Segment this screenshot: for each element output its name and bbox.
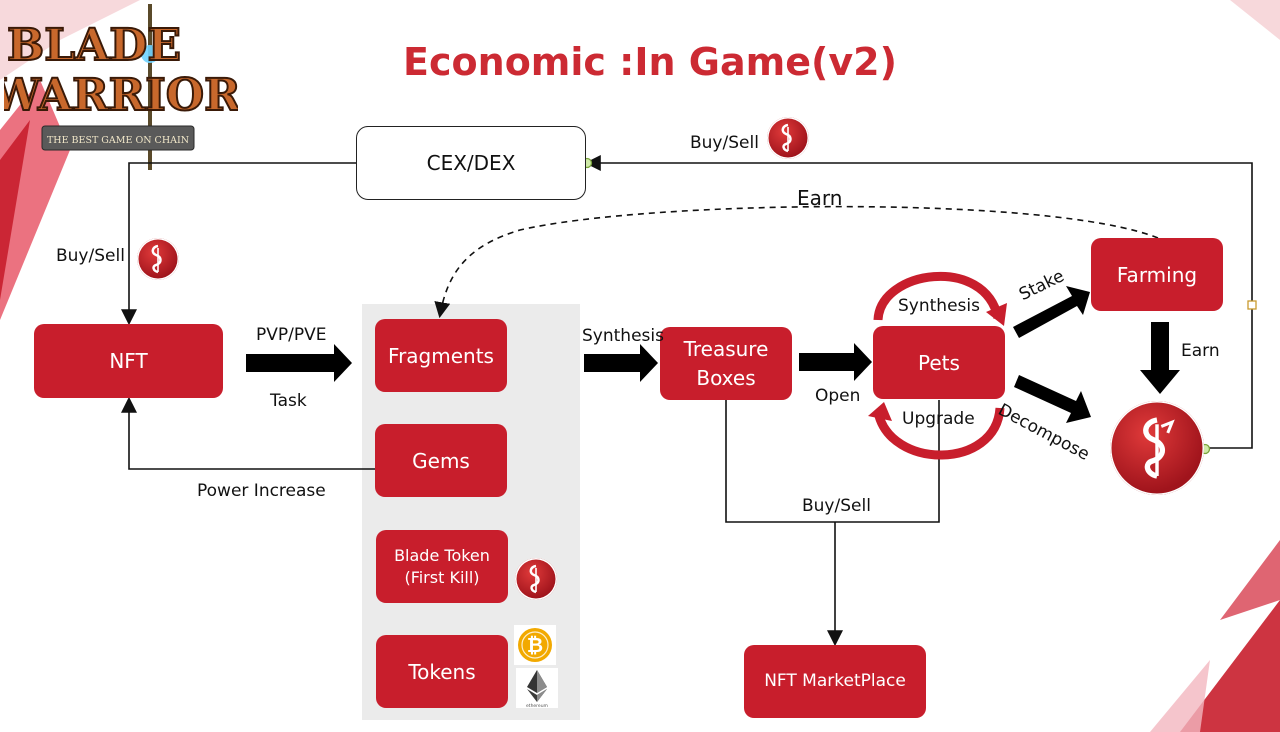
tokens-label: Tokens [408,659,476,684]
blade-token-node[interactable]: Blade Token (First Kill) [376,530,508,603]
svg-text:₿: ₿ [527,633,543,657]
connector-earn-dashed [434,205,1159,319]
label-synthesis-left: Synthesis [582,326,664,346]
arrow-treasure-to-pets [799,343,872,381]
marketplace-label: NFT MarketPlace [764,670,906,691]
dragon-coin-icon [767,117,809,159]
blade-warrior-logo: BLADE WARRIOR THE BEST GAME ON CHAIN [4,4,238,170]
label-buy-sell-left: Buy/Sell [56,246,125,266]
arrow-fragments-to-treasure [584,344,658,382]
label-earn-top: Earn [797,186,843,210]
fragments-node[interactable]: Fragments [375,319,507,392]
svg-text:WARRIOR: WARRIOR [4,70,238,121]
arrow-pets-to-farming [1013,286,1090,338]
treasure-label-line2: Boxes [696,365,756,390]
farming-label: Farming [1116,262,1198,287]
label-pvp-pve: PVP/PVE [256,325,327,345]
blade-token-sublabel: (First Kill) [404,567,480,587]
svg-text:ethereum: ethereum [526,703,548,708]
gems-node[interactable]: Gems [375,424,507,497]
ethereum-icon: ethereum [516,668,558,709]
bitcoin-icon: ₿ [514,625,556,665]
connector-gems-to-nft [121,396,375,470]
treasure-boxes-node[interactable]: Treasure Boxes [660,327,792,400]
dragon-coin-icon [515,558,557,600]
pets-node[interactable]: Pets [873,326,1005,399]
dragon-coin-icon [137,238,179,280]
cex-dex-label: CEX/DEX [426,151,516,175]
label-buy-sell-bottom: Buy/Sell [802,496,871,516]
page-title: Economic :In Game(v2) [403,40,897,84]
connector-cex-to-nft [121,162,356,326]
blade-token-label: Blade Token [394,545,490,565]
svg-text:BLADE: BLADE [7,20,181,71]
fragments-label: Fragments [388,343,494,368]
dragon-coin-icon [1110,401,1204,495]
label-synthesis-pets: Synthesis [898,296,980,316]
farming-node[interactable]: Farming [1091,238,1223,311]
gems-label: Gems [412,448,470,473]
treasure-label-line1: Treasure [683,336,769,361]
nft-label: NFT [109,349,148,373]
connector-buy-sell-bottom [725,400,940,523]
tokens-node[interactable]: Tokens [376,635,508,708]
label-task: Task [270,391,307,411]
label-power-increase: Power Increase [197,481,326,501]
arrow-farming-to-coin [1140,322,1180,394]
arrow-nft-to-fragments [246,344,352,382]
label-buy-sell-top: Buy/Sell [690,133,759,153]
cex-dex-node[interactable]: CEX/DEX [356,126,586,200]
pets-label: Pets [918,350,960,375]
arrow-pets-to-coin [1014,375,1091,423]
nft-marketplace-node[interactable]: NFT MarketPlace [744,645,926,718]
label-earn-right: Earn [1181,341,1220,361]
label-upgrade: Upgrade [902,409,975,429]
nft-node[interactable]: NFT [34,324,223,398]
svg-text:THE BEST GAME ON CHAIN: THE BEST GAME ON CHAIN [47,135,189,146]
label-open: Open [815,386,861,406]
